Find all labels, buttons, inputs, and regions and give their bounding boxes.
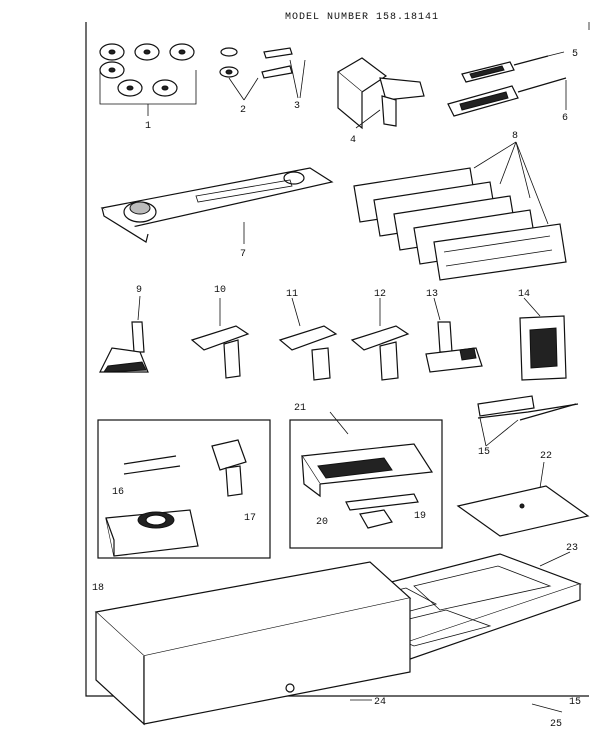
model-number-title: MODEL NUMBER 158.18141 — [285, 12, 440, 23]
callout-15: 15 — [478, 447, 490, 458]
cover-plate-part-22 — [456, 461, 590, 537]
pattern-cams-part-8 — [353, 141, 567, 281]
presser-foot-part-11 — [278, 297, 338, 381]
callout-6: 6 — [562, 113, 568, 124]
presser-foot-part-9 — [99, 295, 149, 373]
callout-11: 11 — [286, 289, 298, 300]
callout-17: 17 — [244, 513, 256, 524]
callout-24: 24 — [374, 697, 386, 708]
callout-23: 23 — [566, 543, 578, 554]
callout-18: 18 — [92, 583, 104, 594]
frame-border — [85, 22, 589, 697]
callout-16: 16 — [112, 487, 124, 498]
callout-8: 8 — [512, 131, 518, 142]
spool-pins-part-3 — [261, 47, 306, 99]
callout-21: 21 — [294, 403, 306, 414]
instruction-book-part-4 — [336, 57, 425, 130]
sew-kit-box-parts-16-18 — [97, 419, 271, 559]
callout-25: 25 — [550, 719, 562, 728]
callout-13: 13 — [426, 289, 438, 300]
bobbins-part-1 — [99, 43, 197, 116]
presser-foot-part-10 — [190, 298, 250, 379]
callout-1: 1 — [145, 121, 151, 132]
callout-2: 2 — [240, 105, 246, 116]
attachment-box-parts-19-21 — [289, 411, 443, 549]
callout-7: 7 — [240, 249, 246, 260]
screwdriver-large-part-6 — [447, 77, 567, 117]
presser-foot-part-12 — [350, 298, 410, 381]
throat-plate-part-14 — [519, 297, 567, 381]
callout-4: 4 — [350, 135, 356, 146]
callout-10: 10 — [214, 285, 226, 296]
callout-22: 22 — [540, 451, 552, 462]
zipper-foot-part-13 — [425, 297, 483, 373]
screwdriver-small-part-5 — [461, 51, 565, 83]
attachment-bar-part-7 — [100, 167, 334, 244]
accessory-case-parts-24-25 — [94, 561, 563, 726]
callout-3: 3 — [294, 101, 300, 112]
page-number: 15 — [569, 697, 582, 708]
callout-20: 20 — [316, 517, 328, 528]
callout-14: 14 — [518, 289, 530, 300]
callout-12: 12 — [374, 289, 386, 300]
callout-19: 19 — [414, 511, 426, 522]
callout-5: 5 — [572, 49, 578, 60]
spool-washers-part-2 — [219, 47, 259, 101]
callout-9: 9 — [136, 285, 142, 296]
needle-case-part-15 — [477, 395, 579, 447]
